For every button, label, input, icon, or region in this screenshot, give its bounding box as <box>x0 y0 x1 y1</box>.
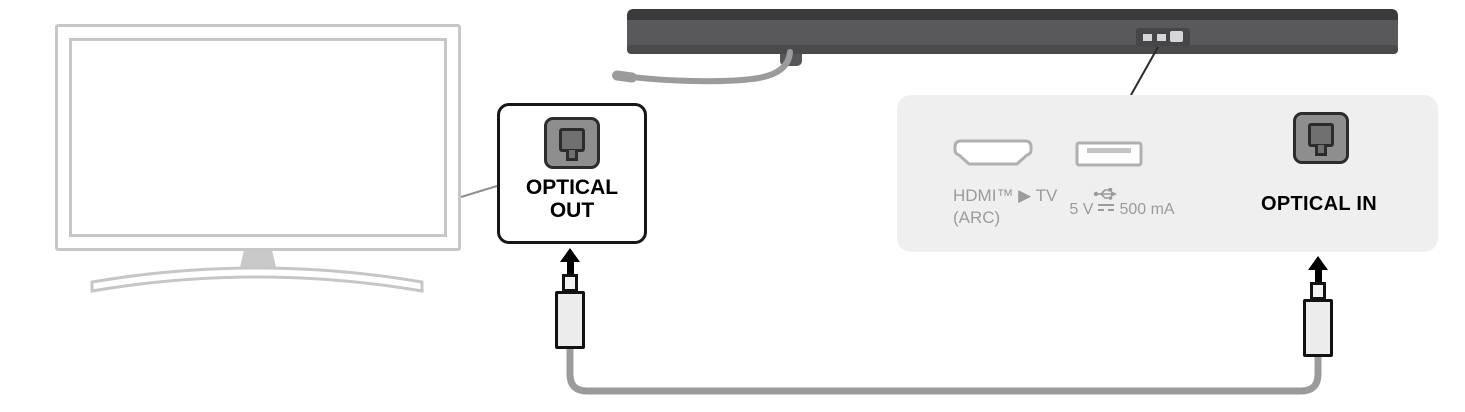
usb-port-icon <box>1075 141 1143 172</box>
usb-rating-label: 5 V 500 mA <box>1057 201 1187 219</box>
tv-screen <box>69 38 447 237</box>
arrow-stem <box>1314 270 1322 282</box>
plug-body <box>555 291 585 349</box>
usb-icon <box>1093 187 1117 206</box>
optical-port-tab <box>566 150 578 161</box>
tv <box>55 24 461 251</box>
hdmi-port-icon <box>953 138 1033 173</box>
hdmi-label: HDMI™ ▶ TV (ARC) <box>953 185 1057 229</box>
tv-callout-line <box>460 185 498 198</box>
soundbar <box>627 9 1398 66</box>
optical-in-port-inner <box>1308 123 1334 147</box>
arrow-stem <box>566 262 574 274</box>
optical-out-label-line1: OPTICAL <box>525 176 619 199</box>
optical-in-port-icon <box>1293 112 1349 164</box>
soundbar-port-cluster <box>1136 28 1190 46</box>
hdmi-label-line2: (ARC) <box>953 208 1001 228</box>
plug-tip <box>562 274 578 292</box>
usb-volts: 5 V <box>1069 201 1094 218</box>
optical-out-callout: OPTICAL OUT <box>497 103 647 244</box>
up-arrow-icon <box>1308 256 1328 270</box>
usb-current: 500 mA <box>1119 201 1175 218</box>
tv-stand-base <box>90 266 424 293</box>
optical-plug-right <box>1301 256 1335 357</box>
up-arrow-icon <box>560 248 580 262</box>
plug-body <box>1303 299 1333 357</box>
plug-tip <box>1310 282 1326 300</box>
tv-stand-neck <box>239 250 277 272</box>
optical-in-label: OPTICAL IN <box>1261 193 1377 215</box>
optical-port-inner <box>559 128 585 152</box>
optical-port-icon <box>544 117 600 169</box>
soundbar-callout-line <box>1130 46 1159 96</box>
power-cable <box>612 49 793 85</box>
optical-cable <box>566 338 1322 395</box>
optical-in-port-tab <box>1315 145 1327 156</box>
dc-symbol-icon <box>1098 204 1115 213</box>
optical-plug-left <box>553 248 587 349</box>
optical-out-label: OPTICAL OUT <box>525 176 619 222</box>
soundbar-ports-panel: HDMI™ ▶ TV (ARC) 5 V 500 mA <box>897 95 1438 252</box>
hdmi-label-line1: HDMI™ ▶ TV <box>953 186 1058 205</box>
optical-out-label-line2: OUT <box>549 198 595 222</box>
